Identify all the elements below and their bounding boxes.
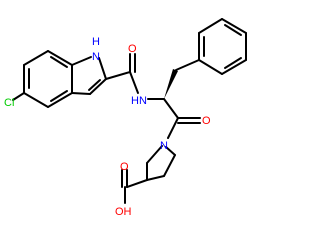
azetidine-nitrogen-label: N [160,140,168,152]
indole-amide [105,53,139,94]
carboxylic-acid [121,169,148,204]
bond [146,175,165,181]
indole-nh-hydrogen-label: H [92,36,100,48]
bond [165,146,176,156]
bond [167,117,179,139]
indole-benzene-ring [23,50,73,108]
stereo-wedge [164,69,178,99]
bond [221,18,247,34]
bond [198,18,223,34]
bond [71,56,92,66]
bond [50,90,68,102]
bond [198,59,223,75]
bond [88,79,101,91]
bond [129,71,139,94]
bond [146,145,163,164]
bond [105,71,131,80]
chlorine-label: Cl [4,97,14,109]
bond [126,179,148,188]
bond [47,50,73,66]
bond [163,154,176,177]
azetidine-ring [146,145,176,181]
bond [224,24,242,36]
bond [221,59,247,75]
hydroxyl-label: OH [115,206,132,218]
bond [71,92,91,95]
ketone-oxygen-label: O [202,115,211,127]
phenylalanine-core [147,59,201,139]
indole-carbonyl-oxygen-label: O [128,43,137,55]
bond [23,50,49,66]
carboxyl-oxygen-label: O [120,161,129,173]
phenyl-ring [198,18,247,75]
bond [89,78,107,95]
bond [47,92,73,108]
bond [224,57,242,69]
indole-pyrrole-ring [71,56,107,95]
bond [175,59,200,71]
structure-diagram: Cl H N O H N O N O OH [4,18,247,218]
amide-hydrogen-label: H [131,95,139,107]
bond [50,56,68,68]
bond [12,92,25,101]
bond [163,98,179,119]
bond [23,92,49,108]
amide-nitrogen-label: N [139,95,147,107]
bond [98,57,107,80]
indole-nitrogen-label: N [92,51,100,63]
